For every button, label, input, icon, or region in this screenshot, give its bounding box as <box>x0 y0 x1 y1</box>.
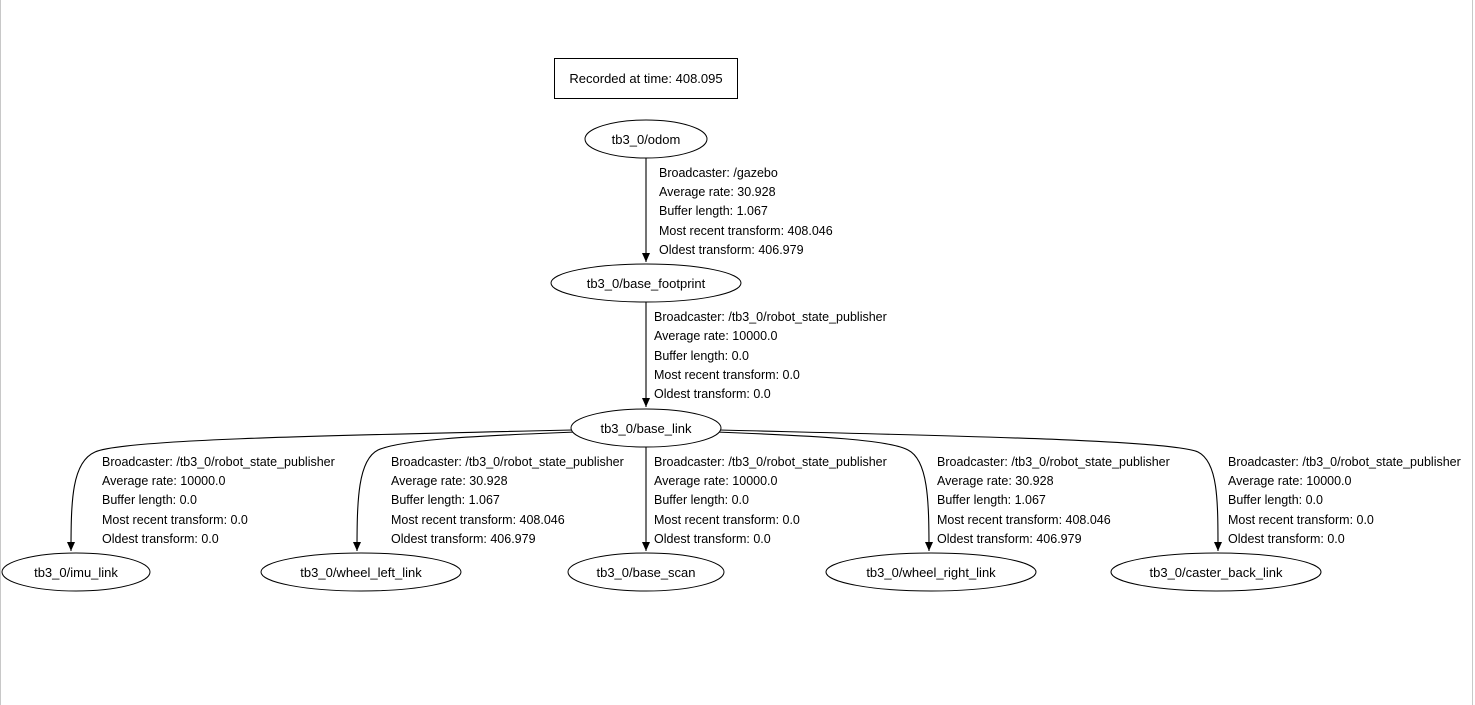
edge-label-line: Average rate: 10000.0 <box>654 474 778 488</box>
edge-label-line: Buffer length: 0.0 <box>654 349 749 363</box>
edge-label-line: Oldest transform: 0.0 <box>654 387 771 401</box>
edge-label-line: Oldest transform: 0.0 <box>654 532 771 546</box>
edge-label-line: Average rate: 10000.0 <box>1228 474 1352 488</box>
edge-label-line: Buffer length: 1.067 <box>659 204 768 218</box>
edge-label-line: Broadcaster: /gazebo <box>659 166 778 180</box>
node-label-imu-link: tb3_0/imu_link <box>34 565 118 580</box>
edge-label-line: Broadcaster: /tb3_0/robot_state_publishe… <box>937 455 1170 469</box>
node-label-base-footprint: tb3_0/base_footprint <box>587 276 706 291</box>
edge-label-line: Average rate: 30.928 <box>937 474 1054 488</box>
edge-label-base-link-to-caster-back-link: Broadcaster: /tb3_0/robot_state_publishe… <box>1228 455 1461 546</box>
edge-label-line: Buffer length: 1.067 <box>391 493 500 507</box>
edge-label-line: Oldest transform: 0.0 <box>1228 532 1345 546</box>
recorded-time-label: Recorded at time: 408.095 <box>569 71 722 86</box>
edge-label-base-link-to-base-scan: Broadcaster: /tb3_0/robot_state_publishe… <box>654 455 887 546</box>
nodes-layer: tb3_0/odom tb3_0/base_footprint tb3_0/ba… <box>1 119 1322 592</box>
edge-label-line: Oldest transform: 0.0 <box>102 532 219 546</box>
node-caster-back-link: tb3_0/caster_back_link <box>1110 552 1322 592</box>
edge-label-line: Average rate: 10000.0 <box>102 474 226 488</box>
edge-label-line: Most recent transform: 408.046 <box>391 513 565 527</box>
node-label-wheel-left-link: tb3_0/wheel_left_link <box>300 565 422 580</box>
edge-label-line: Most recent transform: 0.0 <box>654 513 800 527</box>
edge-label-base-link-to-imu-link: Broadcaster: /tb3_0/robot_state_publishe… <box>102 455 335 546</box>
node-label-base-link: tb3_0/base_link <box>600 421 692 436</box>
edge-label-line: Most recent transform: 408.046 <box>659 224 833 238</box>
node-odom: tb3_0/odom <box>584 119 708 159</box>
edge-base-link-to-wheel-right-link <box>715 431 933 552</box>
edge-label-line: Oldest transform: 406.979 <box>391 532 536 546</box>
node-base-scan: tb3_0/base_scan <box>567 552 725 592</box>
edge-label-line: Broadcaster: /tb3_0/robot_state_publishe… <box>391 455 624 469</box>
edge-labels-layer: Broadcaster: /gazebo Average rate: 30.92… <box>102 166 1461 546</box>
edge-label-base-link-to-wheel-right-link: Broadcaster: /tb3_0/robot_state_publishe… <box>937 455 1170 546</box>
edge-label-line: Most recent transform: 408.046 <box>937 513 1111 527</box>
edge-label-line: Oldest transform: 406.979 <box>659 243 804 257</box>
edge-label-base-footprint-to-base-link: Broadcaster: /tb3_0/robot_state_publishe… <box>654 310 887 401</box>
edge-label-line: Average rate: 30.928 <box>659 185 776 199</box>
node-wheel-left-link: tb3_0/wheel_left_link <box>260 552 462 592</box>
node-label-wheel-right-link: tb3_0/wheel_right_link <box>866 565 996 580</box>
node-label-caster-back-link: tb3_0/caster_back_link <box>1150 565 1283 580</box>
edge-label-line: Average rate: 10000.0 <box>654 329 778 343</box>
edge-base-link-to-imu-link <box>67 429 573 552</box>
edge-label-line: Most recent transform: 0.0 <box>1228 513 1374 527</box>
edge-base-link-to-wheel-left-link <box>353 431 577 552</box>
edge-label-line: Broadcaster: /tb3_0/robot_state_publishe… <box>102 455 335 469</box>
edge-label-line: Most recent transform: 0.0 <box>102 513 248 527</box>
node-label-base-scan: tb3_0/base_scan <box>596 565 695 580</box>
edge-label-line: Buffer length: 0.0 <box>654 493 749 507</box>
edge-label-line: Buffer length: 0.0 <box>1228 493 1323 507</box>
node-label-odom: tb3_0/odom <box>612 132 681 147</box>
edge-label-base-link-to-wheel-left-link: Broadcaster: /tb3_0/robot_state_publishe… <box>391 455 624 546</box>
edge-label-line: Buffer length: 0.0 <box>102 493 197 507</box>
edge-label-line: Oldest transform: 406.979 <box>937 532 1082 546</box>
edge-label-line: Broadcaster: /tb3_0/robot_state_publishe… <box>1228 455 1461 469</box>
edge-label-line: Broadcaster: /tb3_0/robot_state_publishe… <box>654 310 887 324</box>
edge-label-line: Most recent transform: 0.0 <box>654 368 800 382</box>
edge-base-link-to-caster-back-link <box>719 429 1222 552</box>
recorded-time-box: Recorded at time: 408.095 <box>554 58 738 99</box>
edges-layer <box>67 158 1222 552</box>
node-wheel-right-link: tb3_0/wheel_right_link <box>825 552 1037 592</box>
node-imu-link: tb3_0/imu_link <box>1 552 151 592</box>
node-base-link: tb3_0/base_link <box>570 408 722 448</box>
node-base-footprint: tb3_0/base_footprint <box>550 263 742 303</box>
edge-label-line: Broadcaster: /tb3_0/robot_state_publishe… <box>654 455 887 469</box>
edge-label-odom-to-base-footprint: Broadcaster: /gazebo Average rate: 30.92… <box>659 166 833 257</box>
edge-label-line: Buffer length: 1.067 <box>937 493 1046 507</box>
edge-label-line: Average rate: 30.928 <box>391 474 508 488</box>
